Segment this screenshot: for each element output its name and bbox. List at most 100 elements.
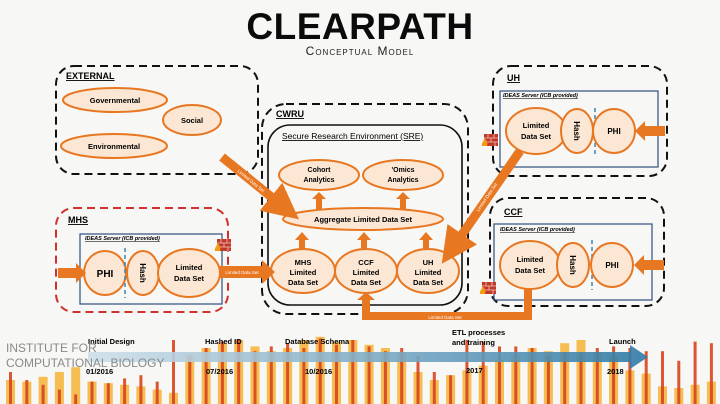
- milestone-date-2017: 2017: [466, 366, 483, 375]
- bg-bar-red: [661, 351, 664, 404]
- firewall-icon: [214, 238, 232, 252]
- bg-bar-red: [237, 340, 241, 404]
- bg-bar-red: [709, 343, 713, 404]
- aggregate-label: Aggregate Limited Data Set: [314, 215, 412, 224]
- arrow-into-uh-phi: [635, 121, 665, 141]
- uh-border: [492, 65, 668, 177]
- arrow-into-ccf-phi: [634, 255, 664, 275]
- uh-group: UH IDEAS Server (ICB provided) Limited D…: [481, 65, 668, 177]
- mhs-lds-label2: Data Set: [174, 274, 205, 283]
- bg-bar-red: [612, 346, 616, 404]
- external-label: EXTERNAL: [66, 71, 115, 81]
- bg-bar-red: [693, 341, 697, 404]
- sre-label: Secure Research Environment (SRE): [282, 131, 423, 141]
- bg-bar-yellow: [54, 372, 64, 404]
- ccf-phi-label: PHI: [605, 261, 618, 270]
- uh-limited-data-set[interactable]: [505, 107, 567, 155]
- arrow-ccf-label: Limited Data Set: [428, 315, 462, 320]
- mhs-lds-cwru-l3: Data Set: [288, 278, 319, 287]
- bg-bar-red: [546, 356, 550, 404]
- milestone-database-schema: Database Schema: [285, 337, 350, 346]
- bg-bar-red: [351, 340, 355, 404]
- bg-bar-red: [269, 346, 273, 404]
- ccf-server-label: IDEAS Server (ICB provided): [500, 227, 575, 233]
- uh-phi-label: PHI: [607, 127, 620, 136]
- arrow-ccf-path: [366, 289, 532, 320]
- external-social[interactable]: [162, 104, 222, 136]
- bg-bar-red: [302, 348, 306, 404]
- cohort-analytics[interactable]: [278, 159, 360, 191]
- cohort-analytics-label2: Analytics: [303, 177, 334, 184]
- milestone-initial-design: Initial Design: [88, 337, 135, 346]
- milestone-etl: ETL processes: [452, 328, 505, 337]
- bg-bar-red: [253, 351, 257, 404]
- uh-hash-label: Hash: [572, 121, 581, 141]
- mhs-hash-label: Hash: [138, 263, 147, 283]
- bg-bar-red: [595, 348, 599, 404]
- timeline: Initial Design 01/2016 Hashed ID 07/2016…: [86, 328, 648, 376]
- cohort-analytics-label1: Cohort: [308, 167, 332, 174]
- ccf-limited-data-set[interactable]: [499, 240, 561, 290]
- ccf-hash[interactable]: [556, 242, 590, 288]
- bg-bar-red: [335, 344, 338, 404]
- ccf-hash-label: Hash: [568, 255, 577, 275]
- cwru-group: CWRU Secure Research Environment (SRE) C…: [261, 103, 469, 315]
- external-governmental[interactable]: [62, 87, 168, 113]
- uh-server-label: IDEAS Server (ICB provided): [503, 93, 578, 99]
- milestone-date-07-2016: 07/2016: [206, 367, 233, 376]
- uh-lds-cwru-l1: UH: [423, 258, 434, 267]
- uh-lds-cwru-l3: Data Set: [413, 278, 444, 287]
- mhs-phi-label: PHI: [97, 269, 114, 280]
- watermark-line1: INSTITUTE FOR: [6, 341, 97, 355]
- arrow-mhs-label: Limited Data Set: [225, 270, 259, 275]
- bg-bar-red: [9, 372, 12, 404]
- mhs-limited-data-set[interactable]: [157, 248, 221, 298]
- bg-bar-red: [90, 381, 94, 404]
- external-environmental[interactable]: [60, 133, 168, 159]
- ccf-lds-label1: Limited: [517, 255, 544, 264]
- arrow-up-omics: [396, 192, 410, 212]
- bg-bar-red: [432, 372, 436, 404]
- milestone-date-01-2016: 01/2016: [86, 367, 113, 376]
- uh-label: UH: [507, 73, 520, 83]
- firewall-icon: [481, 133, 499, 147]
- bg-bar-yellow: [71, 367, 81, 404]
- bg-bar-red: [367, 346, 371, 404]
- bg-bar-red: [628, 348, 632, 404]
- arrow-up-uh: [419, 232, 433, 254]
- arrow-up-cohort: [312, 192, 326, 212]
- bg-bar-red: [498, 346, 501, 404]
- bg-bar-red: [563, 352, 567, 404]
- arrow-uh-to-cwru: [441, 148, 524, 264]
- uh-lds-label2: Data Set: [521, 132, 552, 141]
- omics-analytics[interactable]: [362, 159, 444, 191]
- bg-bar-red: [579, 352, 583, 404]
- bg-bar-red: [383, 351, 387, 404]
- ccf-phi[interactable]: [590, 242, 634, 288]
- bg-bar-red: [25, 380, 29, 404]
- bg-bar-red: [416, 356, 420, 404]
- bg-bar-red: [155, 381, 159, 404]
- bg-bar-red: [41, 384, 45, 404]
- mhs-server-label: IDEAS Server (ICB provided): [85, 236, 160, 242]
- bg-bar-red: [514, 346, 518, 404]
- bg-bar-red: [318, 338, 322, 404]
- milestone-launch: Launch: [609, 337, 636, 346]
- uh-lds-cwru-l2: Limited: [415, 268, 442, 277]
- milestone-etl-line2: and training: [452, 338, 495, 347]
- mhs-label: MHS: [68, 215, 88, 225]
- bg-bar-red: [481, 341, 485, 404]
- timeline-arrow: [88, 345, 648, 369]
- ccf-lds-cwru-l2: Limited: [353, 268, 380, 277]
- bg-bar-red: [465, 340, 469, 404]
- ccf-lds-cwru-l1: CCF: [358, 258, 374, 267]
- milestone-date-10-2016: 10/2016: [305, 367, 332, 376]
- bg-bar-red: [677, 360, 681, 404]
- external-environmental-label: Environmental: [88, 142, 140, 151]
- bg-bar-red: [188, 356, 192, 404]
- page-subtitle: Conceptual Model: [305, 44, 415, 58]
- milestone-date-2018: 2018: [607, 367, 624, 376]
- mhs-lds-cwru-l2: Limited: [290, 268, 317, 277]
